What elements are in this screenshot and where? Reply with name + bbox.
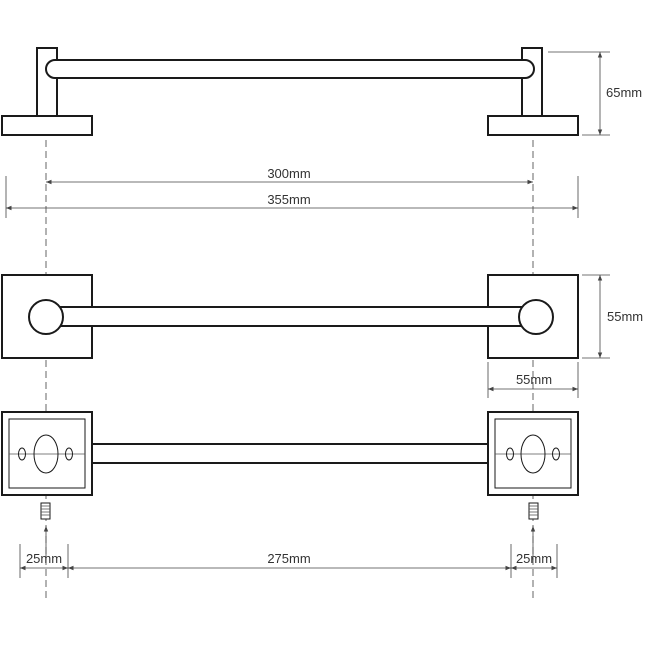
plate-width-dimension: 55mm [487,362,579,398]
right-post-side [521,47,543,117]
left-set-screw [40,502,51,560]
rail-bar-side [45,59,535,79]
bottom-dimension-chain: 25mm 275mm 25mm [19,544,558,578]
right-offset-label: 25mm [516,551,552,566]
right-set-screw [528,502,539,560]
plate-height-dimension: 55mm [582,274,643,359]
rail-bar-front [45,306,535,327]
left-screw-slot-b [65,447,73,461]
left-offset-label: 25mm [26,551,62,566]
overall-width-dimension: 355mm [5,176,579,218]
right-screw-slot-a [506,447,514,461]
left-screw-slot-a [18,447,26,461]
right-mounting-bracket [487,411,579,496]
rail-bar-mounting [91,443,489,464]
right-screw-slot-b [552,447,560,461]
right-post-cap [518,299,554,335]
left-post-side [36,47,58,117]
front-elevation-view [1,274,579,359]
left-base-plate-side [1,115,93,136]
plate-width-label: 55mm [516,372,552,387]
rail-length-label: 275mm [267,551,310,566]
projection-height-dimension: 65mm [548,51,642,136]
right-base-plate-side [487,115,579,136]
plate-height-label: 55mm [607,309,643,324]
left-center-hole [33,434,59,474]
right-center-hole [520,434,546,474]
center-span-dimension: 300mm [46,166,533,185]
projection-height-label: 65mm [606,85,642,100]
left-mounting-bracket [1,411,93,496]
overall-width-label: 355mm [267,192,310,207]
left-post-cap [28,299,64,335]
side-elevation-view [1,47,579,136]
mounting-view [1,411,579,560]
center-span-label: 300mm [267,166,310,181]
